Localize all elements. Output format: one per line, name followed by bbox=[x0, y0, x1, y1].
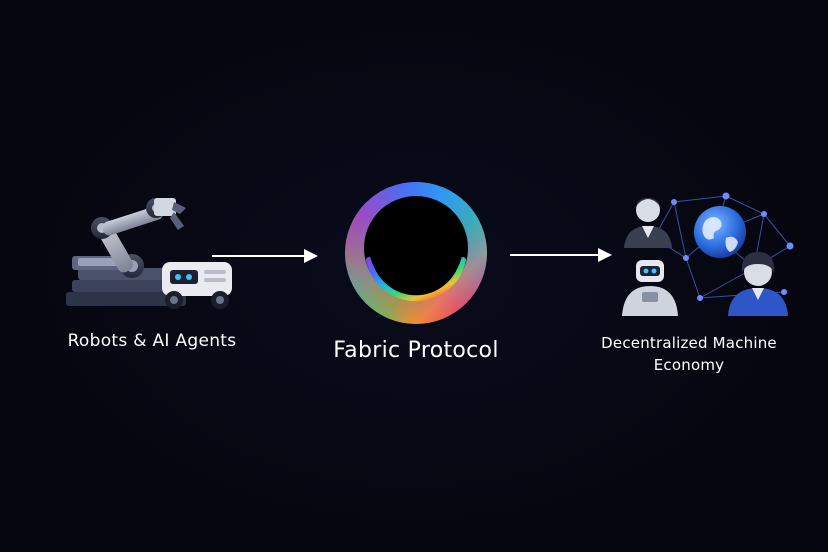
node-label-protocol: Fabric Protocol bbox=[306, 338, 526, 363]
node-label-economy: Decentralized Machine Economy bbox=[580, 332, 798, 376]
gradient-ring-logo-icon bbox=[343, 180, 489, 326]
arrow-robots-to-protocol bbox=[212, 246, 320, 266]
node-label-robots: Robots & AI Agents bbox=[52, 331, 252, 351]
people-robot-globe-network-icon bbox=[614, 188, 800, 320]
arrow-protocol-to-economy bbox=[510, 245, 614, 265]
